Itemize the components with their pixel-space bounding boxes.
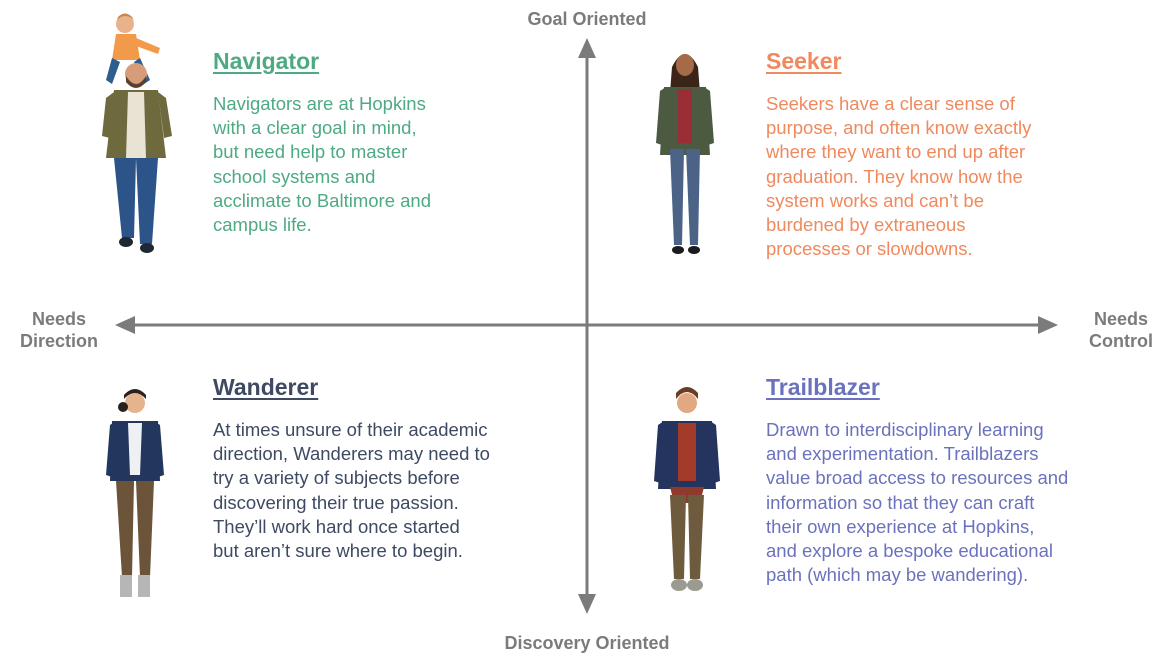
- right-arrowhead-icon: [1038, 316, 1058, 334]
- navigator-line: school systems and: [213, 165, 376, 187]
- trailblazer-line: and explore a bespoke educational: [766, 540, 1053, 562]
- navigator-line: with a clear goal in mind,: [213, 117, 417, 139]
- seeker-line: graduation. They know how the: [766, 165, 1023, 187]
- up-arrowhead-icon: [578, 38, 596, 58]
- seeker-title: Seeker: [766, 48, 842, 74]
- trailblazer-line: information so that they can craft: [766, 491, 1035, 513]
- axis-label-right-line2: Control: [1089, 331, 1153, 351]
- navigator-title: Navigator: [213, 48, 320, 74]
- trailblazer-line: path (which may be wandering).: [766, 564, 1029, 586]
- trailblazer-line: value broad access to resources and: [766, 467, 1069, 489]
- wanderer-line: but aren’t sure where to begin.: [213, 540, 463, 562]
- navigator-description: Navigators are at Hopkins with a clear g…: [213, 92, 431, 237]
- wanderer-line: At times unsure of their academic: [213, 419, 488, 440]
- wanderer-line: discovering their true passion.: [213, 491, 459, 513]
- navigator-figure: [102, 13, 172, 253]
- trailblazer-line: and experimentation. Trailblazers: [766, 443, 1039, 465]
- navigator-line: but need help to master: [213, 141, 408, 163]
- seeker-line: where they want to end up after: [766, 141, 1026, 163]
- wanderer-line: try a variety of subjects before: [213, 467, 460, 489]
- axis-label-bottom: Discovery Oriented: [504, 633, 670, 653]
- axis-label-right-line1: Needs: [1093, 309, 1149, 329]
- axis-label-left: Needs Direction: [14, 308, 104, 352]
- seeker-line: burdened by extraneous: [766, 214, 966, 236]
- axis-label-top: Goal Oriented: [527, 9, 647, 29]
- seeker-figure: [656, 54, 714, 254]
- wanderer-line: direction, Wanderers may need to: [213, 443, 490, 465]
- wanderer-line: They’ll work hard once started: [213, 515, 460, 537]
- down-arrowhead-icon: [578, 594, 596, 614]
- left-arrowhead-icon: [115, 316, 135, 334]
- seeker-line: Seekers have a clear sense of: [766, 93, 1015, 114]
- seeker-line: processes or slowdowns.: [766, 238, 973, 260]
- wanderer-title: Wanderer: [213, 374, 319, 400]
- seeker-description: Seekers have a clear sense of purpose, a…: [766, 92, 1031, 261]
- wanderer-description: At times unsure of their academic direct…: [213, 418, 490, 563]
- seeker-line: purpose, and often know exactly: [766, 117, 1032, 139]
- seeker-line: system works and can’t be: [766, 189, 984, 211]
- trailblazer-line: their own experience at Hopkins,: [766, 515, 1035, 537]
- navigator-line: acclimate to Baltimore and: [213, 189, 431, 211]
- axis-label-right: Needs Control: [1076, 308, 1166, 352]
- trailblazer-description: Drawn to interdisciplinary learning and …: [766, 418, 1068, 587]
- axis-label-left-line1: Needs: [31, 309, 87, 329]
- trailblazer-figure: [654, 387, 720, 591]
- trailblazer-line: Drawn to interdisciplinary learning: [766, 419, 1044, 440]
- navigator-line: Navigators are at Hopkins: [213, 93, 426, 114]
- trailblazer-title: Trailblazer: [766, 374, 880, 400]
- axis-label-left-line2: Direction: [19, 331, 98, 351]
- wanderer-figure: [106, 389, 164, 597]
- navigator-line: campus life.: [213, 214, 312, 236]
